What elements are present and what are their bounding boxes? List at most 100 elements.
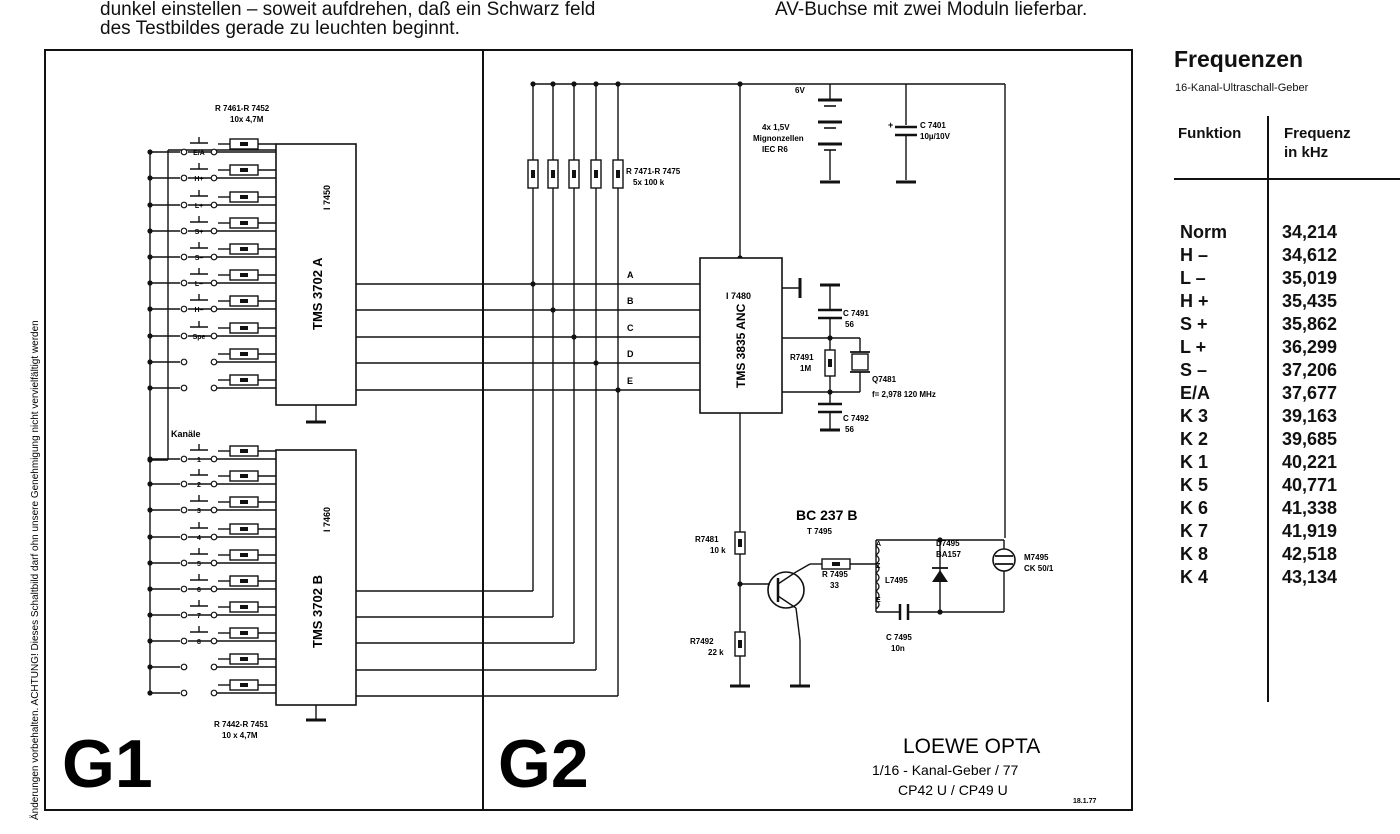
junction-dot <box>937 609 943 615</box>
r7491-label: R7491 <box>790 353 814 362</box>
terminal <box>180 148 188 156</box>
resistor-marker <box>738 640 742 648</box>
freq-row: S –37,206 <box>1174 360 1400 383</box>
r7442-label: R 7442-R 7451 <box>214 720 269 729</box>
freq-row-function: S + <box>1180 314 1208 334</box>
top-left-text: dunkel einstellen – soweit aufdrehen, da… <box>100 0 596 39</box>
d7495-sub: BA157 <box>936 550 961 559</box>
button-label: 2 <box>197 482 201 489</box>
junction-dot <box>147 254 153 260</box>
button-label: 1 <box>197 457 201 464</box>
freq-row-function: K 7 <box>1180 521 1209 541</box>
battery-label-1: 4x 1,5V <box>762 123 790 132</box>
m7495-sub: CK 50/1 <box>1024 564 1054 573</box>
c7401-label: C 7401 <box>920 121 946 130</box>
terminal <box>210 384 218 392</box>
junction-dot <box>147 534 153 540</box>
terminal <box>210 585 218 593</box>
freq-row-value: 41,919 <box>1282 521 1338 541</box>
freq-row: S +35,862 <box>1174 314 1400 337</box>
freq-row-value: 42,518 <box>1282 544 1338 564</box>
terminal <box>210 637 218 645</box>
coil-l7495 <box>875 599 880 610</box>
junction-dot <box>147 228 153 234</box>
resistor-marker <box>240 352 248 356</box>
junction-dot <box>147 175 153 181</box>
resistor-marker <box>572 170 576 178</box>
junction-dot <box>147 280 153 286</box>
terminal <box>180 455 188 463</box>
freq-row-function: S – <box>1180 360 1208 380</box>
junction-dot <box>147 690 153 696</box>
r7461-sub: 10x 4,7M <box>230 115 264 124</box>
button-label: 5 <box>197 561 201 568</box>
ic-tms3702a <box>275 143 357 406</box>
terminal <box>180 358 188 366</box>
coil-tap-e: E <box>876 597 881 604</box>
bus-label: C <box>627 323 634 333</box>
table-column-divider <box>1267 116 1269 702</box>
freq-table-title: Frequenzen <box>1174 46 1304 72</box>
freq-row-value: 40,771 <box>1282 475 1338 495</box>
resistor-marker <box>240 553 248 557</box>
button-label: 8 <box>197 639 201 646</box>
freq-row: L –35,019 <box>1174 268 1400 291</box>
resistor-marker <box>240 474 248 478</box>
coil-tap-z: Z <box>876 563 881 570</box>
terminal <box>180 559 188 567</box>
freq-row: K 8 42,518 <box>1174 544 1400 567</box>
resistor-marker <box>240 631 248 635</box>
terminal <box>210 559 218 567</box>
button-label: 7 <box>197 613 201 620</box>
l7495-label: L7495 <box>885 576 908 585</box>
ic-tms3835anc <box>699 257 783 414</box>
r7471-sub: 5x 100 k <box>633 178 665 187</box>
resistor-marker <box>616 170 620 178</box>
freq-row-value: 35,019 <box>1282 268 1338 288</box>
resistor-marker <box>240 527 248 531</box>
button-label: E/A <box>193 150 205 157</box>
table-header-divider <box>1174 178 1400 180</box>
resistor-marker <box>240 657 248 661</box>
resistor-marker <box>240 500 248 504</box>
freq-row-value: 35,435 <box>1282 291 1338 311</box>
wire <box>777 595 797 609</box>
q7481-label: Q7481 <box>872 375 897 384</box>
c7492-label: C 7492 <box>843 414 869 423</box>
terminal <box>180 253 188 261</box>
junction-dot <box>147 306 153 312</box>
freq-row-function: K 3 <box>1180 406 1209 426</box>
button-label: H+ <box>194 176 203 183</box>
resistor-marker <box>240 195 248 199</box>
junction-dot <box>147 638 153 644</box>
terminal <box>210 305 218 313</box>
freq-row-function: Norm <box>1180 222 1228 242</box>
button-label: L– <box>195 281 203 288</box>
resistor-marker <box>240 221 248 225</box>
r7491-sub: 1M <box>800 364 811 373</box>
freq-row-function: H + <box>1180 291 1209 311</box>
document-date: 18.1.77 <box>1073 798 1096 805</box>
terminal <box>180 305 188 313</box>
resistor-marker <box>240 579 248 583</box>
brand-name: LOEWE OPTA <box>903 735 1040 758</box>
button-label: S– <box>195 255 204 262</box>
terminal <box>210 358 218 366</box>
resistor-marker <box>240 683 248 687</box>
c7492-sub: 56 <box>845 425 854 434</box>
button-label: 3 <box>197 508 201 515</box>
ic-tms3835anc-ref: I 7480 <box>726 291 751 301</box>
freq-row: H –34,612 <box>1174 245 1400 268</box>
freq-row-function: K 5 <box>1180 475 1209 495</box>
m7495-label: M7495 <box>1024 553 1049 562</box>
coil-l7495 <box>875 545 880 556</box>
terminal <box>180 227 188 235</box>
resistor-marker <box>551 170 555 178</box>
freq-row-function: K 8 <box>1180 544 1209 564</box>
transistor-ref: T 7495 <box>807 527 832 536</box>
